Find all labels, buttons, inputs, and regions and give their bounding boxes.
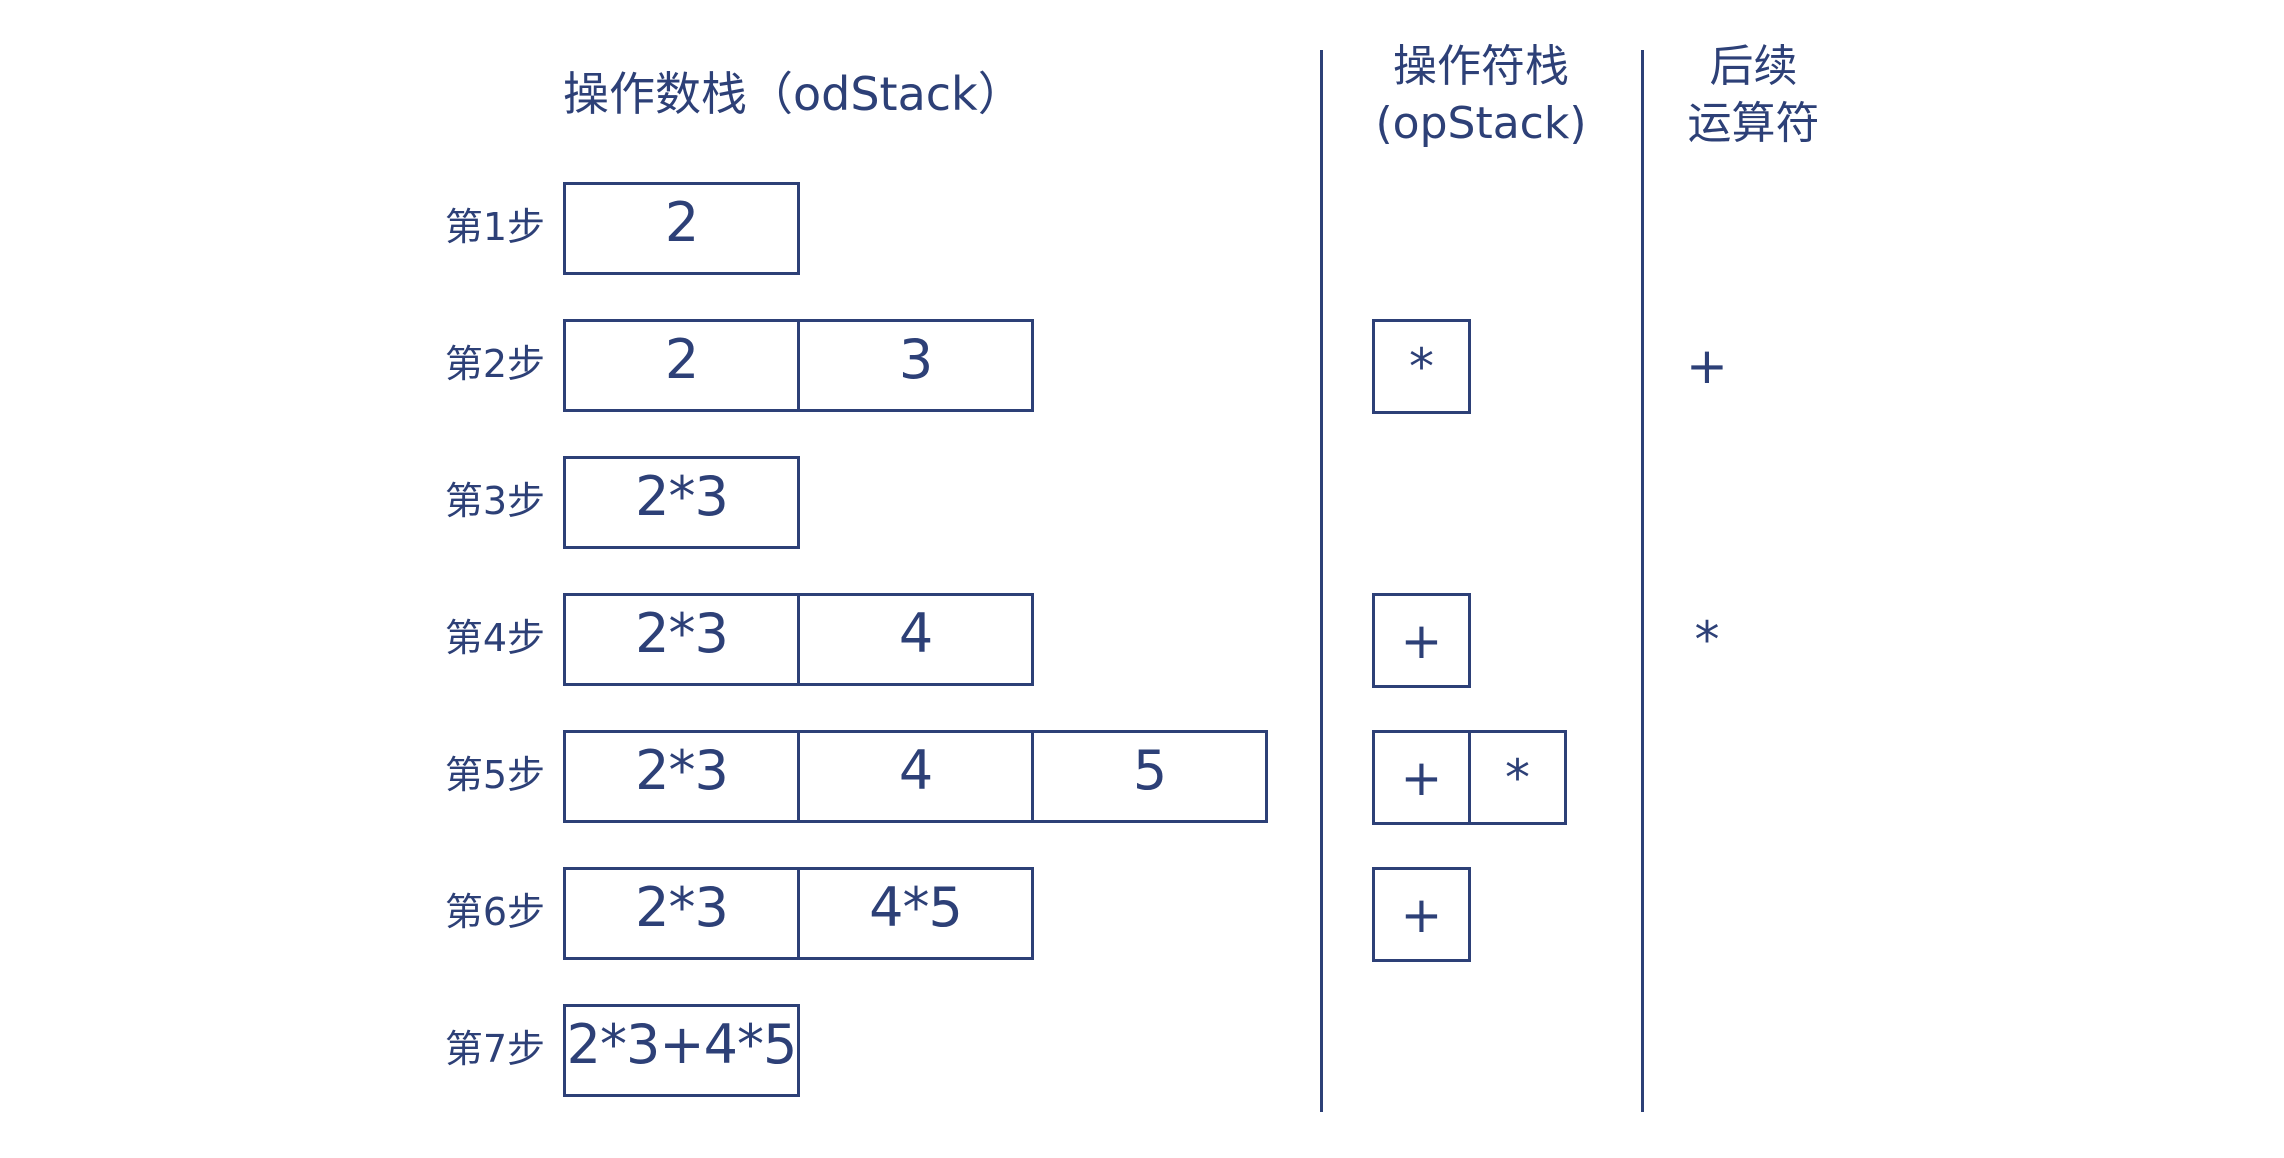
op-stack-title-line1: 操作符栈 [1393, 41, 1569, 92]
column-divider-right [1641, 50, 1644, 1112]
postfix-operator [1642, 456, 1772, 549]
od-stack-cell: 4*5 [797, 867, 1034, 960]
postfix-operator: * [1694, 610, 1720, 669]
od-stack-cells: 2*3+4*5 [563, 1004, 800, 1097]
step-label: 第6步 [444, 890, 545, 934]
op-stack-cells: + [1372, 867, 1471, 962]
postfix-operator-title: 后续 运算符 [1646, 38, 1861, 152]
op-stack-title: 操作符栈 (opStack) [1341, 38, 1621, 152]
step-row: 第3步 2*3 [0, 456, 2284, 551]
od-stack-cell: 4 [797, 730, 1034, 823]
od-stack-cell: 2 [563, 182, 800, 275]
od-stack-cell: 2*3+4*5 [563, 1004, 800, 1097]
step-label: 第1步 [444, 205, 545, 249]
od-stack-cell: 2*3 [563, 456, 800, 549]
op-stack-cells: + [1372, 593, 1471, 688]
op-stack-title-line2: (opStack) [1375, 98, 1587, 149]
od-stack-cell: 2*3 [563, 867, 800, 960]
od-stack-cell: 2*3 [563, 593, 800, 686]
od-stack-cell: 4 [797, 593, 1034, 686]
step-label: 第4步 [444, 616, 545, 660]
od-stack-cell: 2*3 [563, 730, 800, 823]
postfix-operator [1642, 867, 1772, 960]
step-row: 第7步 2*3+4*5 [0, 1004, 2284, 1099]
op-stack-cell: * [1468, 730, 1567, 825]
postfix-title-line2: 运算符 [1687, 98, 1820, 149]
postfix-operator [1642, 1004, 1772, 1097]
postfix-operator: + [1686, 336, 1728, 395]
op-stack-cells: * [1372, 319, 1471, 414]
op-stack-cells: +* [1372, 730, 1567, 825]
postfix-title-line1: 后续 [1709, 41, 1798, 92]
op-stack-cell: + [1372, 593, 1471, 688]
od-stack-title: 操作数栈（odStack） [563, 67, 1024, 121]
step-label: 第5步 [444, 753, 545, 797]
od-stack-cells: 2 [563, 182, 800, 275]
od-stack-cells: 2*3 [563, 456, 800, 549]
step-label: 第7步 [444, 1027, 545, 1071]
postfix-operator [1642, 730, 1772, 823]
step-row: 第1步 2 [0, 182, 2284, 277]
step-label: 第2步 [444, 342, 545, 386]
step-label: 第3步 [444, 479, 545, 523]
op-stack-cell: + [1372, 867, 1471, 962]
od-stack-cell: 5 [1031, 730, 1268, 823]
column-divider-left [1320, 50, 1323, 1112]
postfix-operator [1642, 182, 1772, 275]
op-stack-cell: + [1372, 730, 1471, 825]
op-stack-cell: * [1372, 319, 1471, 414]
od-stack-cell: 2 [563, 319, 800, 412]
od-stack-cell: 3 [797, 319, 1034, 412]
